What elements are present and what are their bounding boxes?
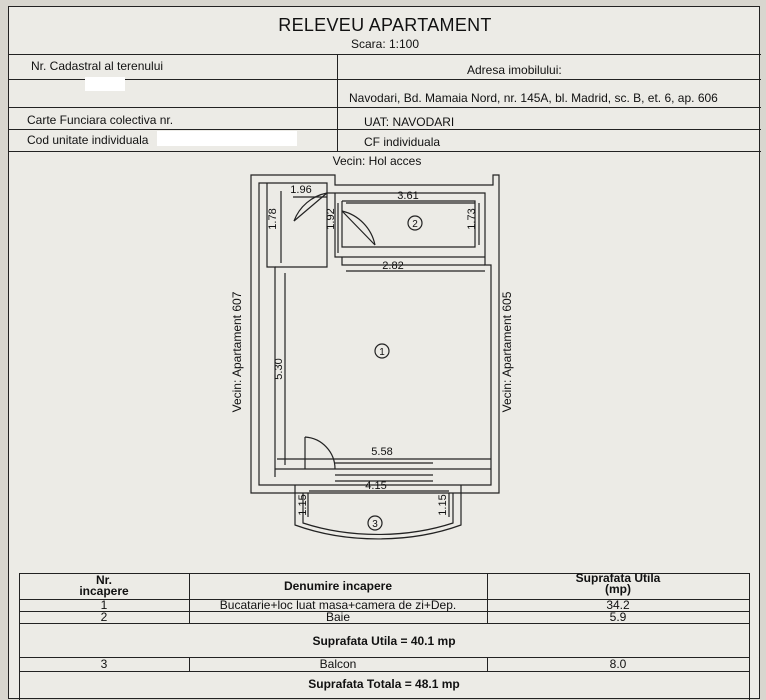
column-header-nr-line2: incapere [79,584,129,598]
cadastral-label: Nr. Cadastral al terenului [31,59,164,73]
cod-unitate-label: Cod unitate individuala [27,133,149,147]
balcony-outline-inner [302,493,454,536]
table-row-divider [19,657,749,658]
entry-wall [275,193,328,268]
dimension-label: 5.30 [273,358,285,379]
document-title: RELEVEU APARTAMENT [278,15,492,35]
dimension-label: 1.73 [466,208,478,229]
room-marker-1 [374,343,390,359]
column-header-area-line1: Suprafata Utila [575,571,661,585]
outer-wall [250,174,500,494]
redacted-cadastral-number [85,77,125,91]
table-right-border [749,573,750,700]
info-row-divider [9,79,761,80]
dimension-label: 1.15 [297,494,309,515]
table-row-divider [19,671,749,672]
subtotal-row: Suprafata Utila = 40.1 mp [312,634,456,648]
table-header-divider [19,599,749,600]
table-column-divider [189,657,190,671]
row-3-area: 8.0 [609,657,627,671]
info-row-divider [9,129,761,130]
room-number-3: 3 [372,519,378,530]
column-header-nr-line1: Nr. [95,573,112,587]
row-2-name: Baie [325,610,351,624]
bathroom-lower-wall [341,257,485,266]
outer-wall-inner [258,182,492,486]
info-row-divider [9,107,761,108]
row-2-nr: 2 [100,610,108,624]
column-header-area: Suprafata Utila (mp) [487,571,749,596]
column-header-name: Denumire incapere [283,579,393,593]
bathroom-door-swing [341,210,376,246]
balcony-outline [294,485,462,540]
table-row-divider [19,623,749,624]
table-row-divider [19,611,749,612]
address-label: Adresa imobilului: [467,63,562,77]
entry-door-swing [293,192,328,222]
bathroom-wall-inner [341,200,476,248]
dimension-label: 1.96 [290,184,311,196]
table-column-divider [189,573,190,623]
neighbor-left-label: Vecin: Apartament 607 [230,291,244,412]
carte-funciara-label: Carte Funciara colectiva nr. [27,113,174,127]
document-scale: Scara: 1:100 [350,37,420,51]
room-number-2: 2 [412,219,418,230]
bathroom-door [341,210,376,246]
neighbor-top-label: Vecin: Hol acces [333,154,422,168]
dimension-label: 1.78 [267,208,279,229]
balcony-door [304,436,336,470]
entry-door [293,192,328,222]
row-1-area: 34.2 [606,598,630,612]
table-top-border [19,573,749,574]
dimension-label: 4.15 [365,480,386,492]
dimension-label: 2.82 [382,260,403,272]
table-column-divider [487,573,488,623]
total-row: Suprafata Totala = 48.1 mp [308,677,460,691]
uat-label: UAT: NAVODARI [364,115,455,129]
redacted-cod-unitate [157,131,297,146]
bathroom-wall [334,193,485,258]
column-header-area-line2: (mp) [605,582,631,596]
header-divider [9,54,761,55]
info-row-divider [9,151,761,152]
row-2-area: 5.9 [609,610,627,624]
row-3-name: Balcon [319,657,357,671]
dimension-label: 3.61 [397,190,418,202]
room-marker-2 [407,215,423,231]
floor-plan: Vecin: Hol acces Vecin: Apartament 607 V… [230,154,514,540]
table-column-divider [487,657,488,671]
address-value: Navodari, Bd. Mamaia Nord, nr. 145A, bl.… [349,91,718,105]
room-marker-3 [367,515,383,531]
dimension-label: 1.15 [437,494,449,515]
column-header-nr: Nr. incapere [19,573,189,598]
dimension-label: 1.92 [325,208,337,229]
row-3-nr: 3 [100,657,108,671]
row-1-name: Bucatarie+loc luat masa+camera de zi+Dep… [219,598,457,612]
info-column-divider [337,54,338,151]
cf-label: CF individuala [364,135,441,149]
dimension-label: 5.58 [371,446,392,458]
row-1-nr: 1 [100,598,108,612]
balcony-glazing [335,462,433,482]
document-sheet: RELEVEU APARTAMENT Scara: 1:100 Nr. Cada… [8,6,761,700]
table-left-border [19,573,20,700]
neighbor-right-label: Vecin: Apartament 605 [500,291,514,412]
room-number-1: 1 [379,347,385,358]
left-wall-detail [266,183,276,477]
